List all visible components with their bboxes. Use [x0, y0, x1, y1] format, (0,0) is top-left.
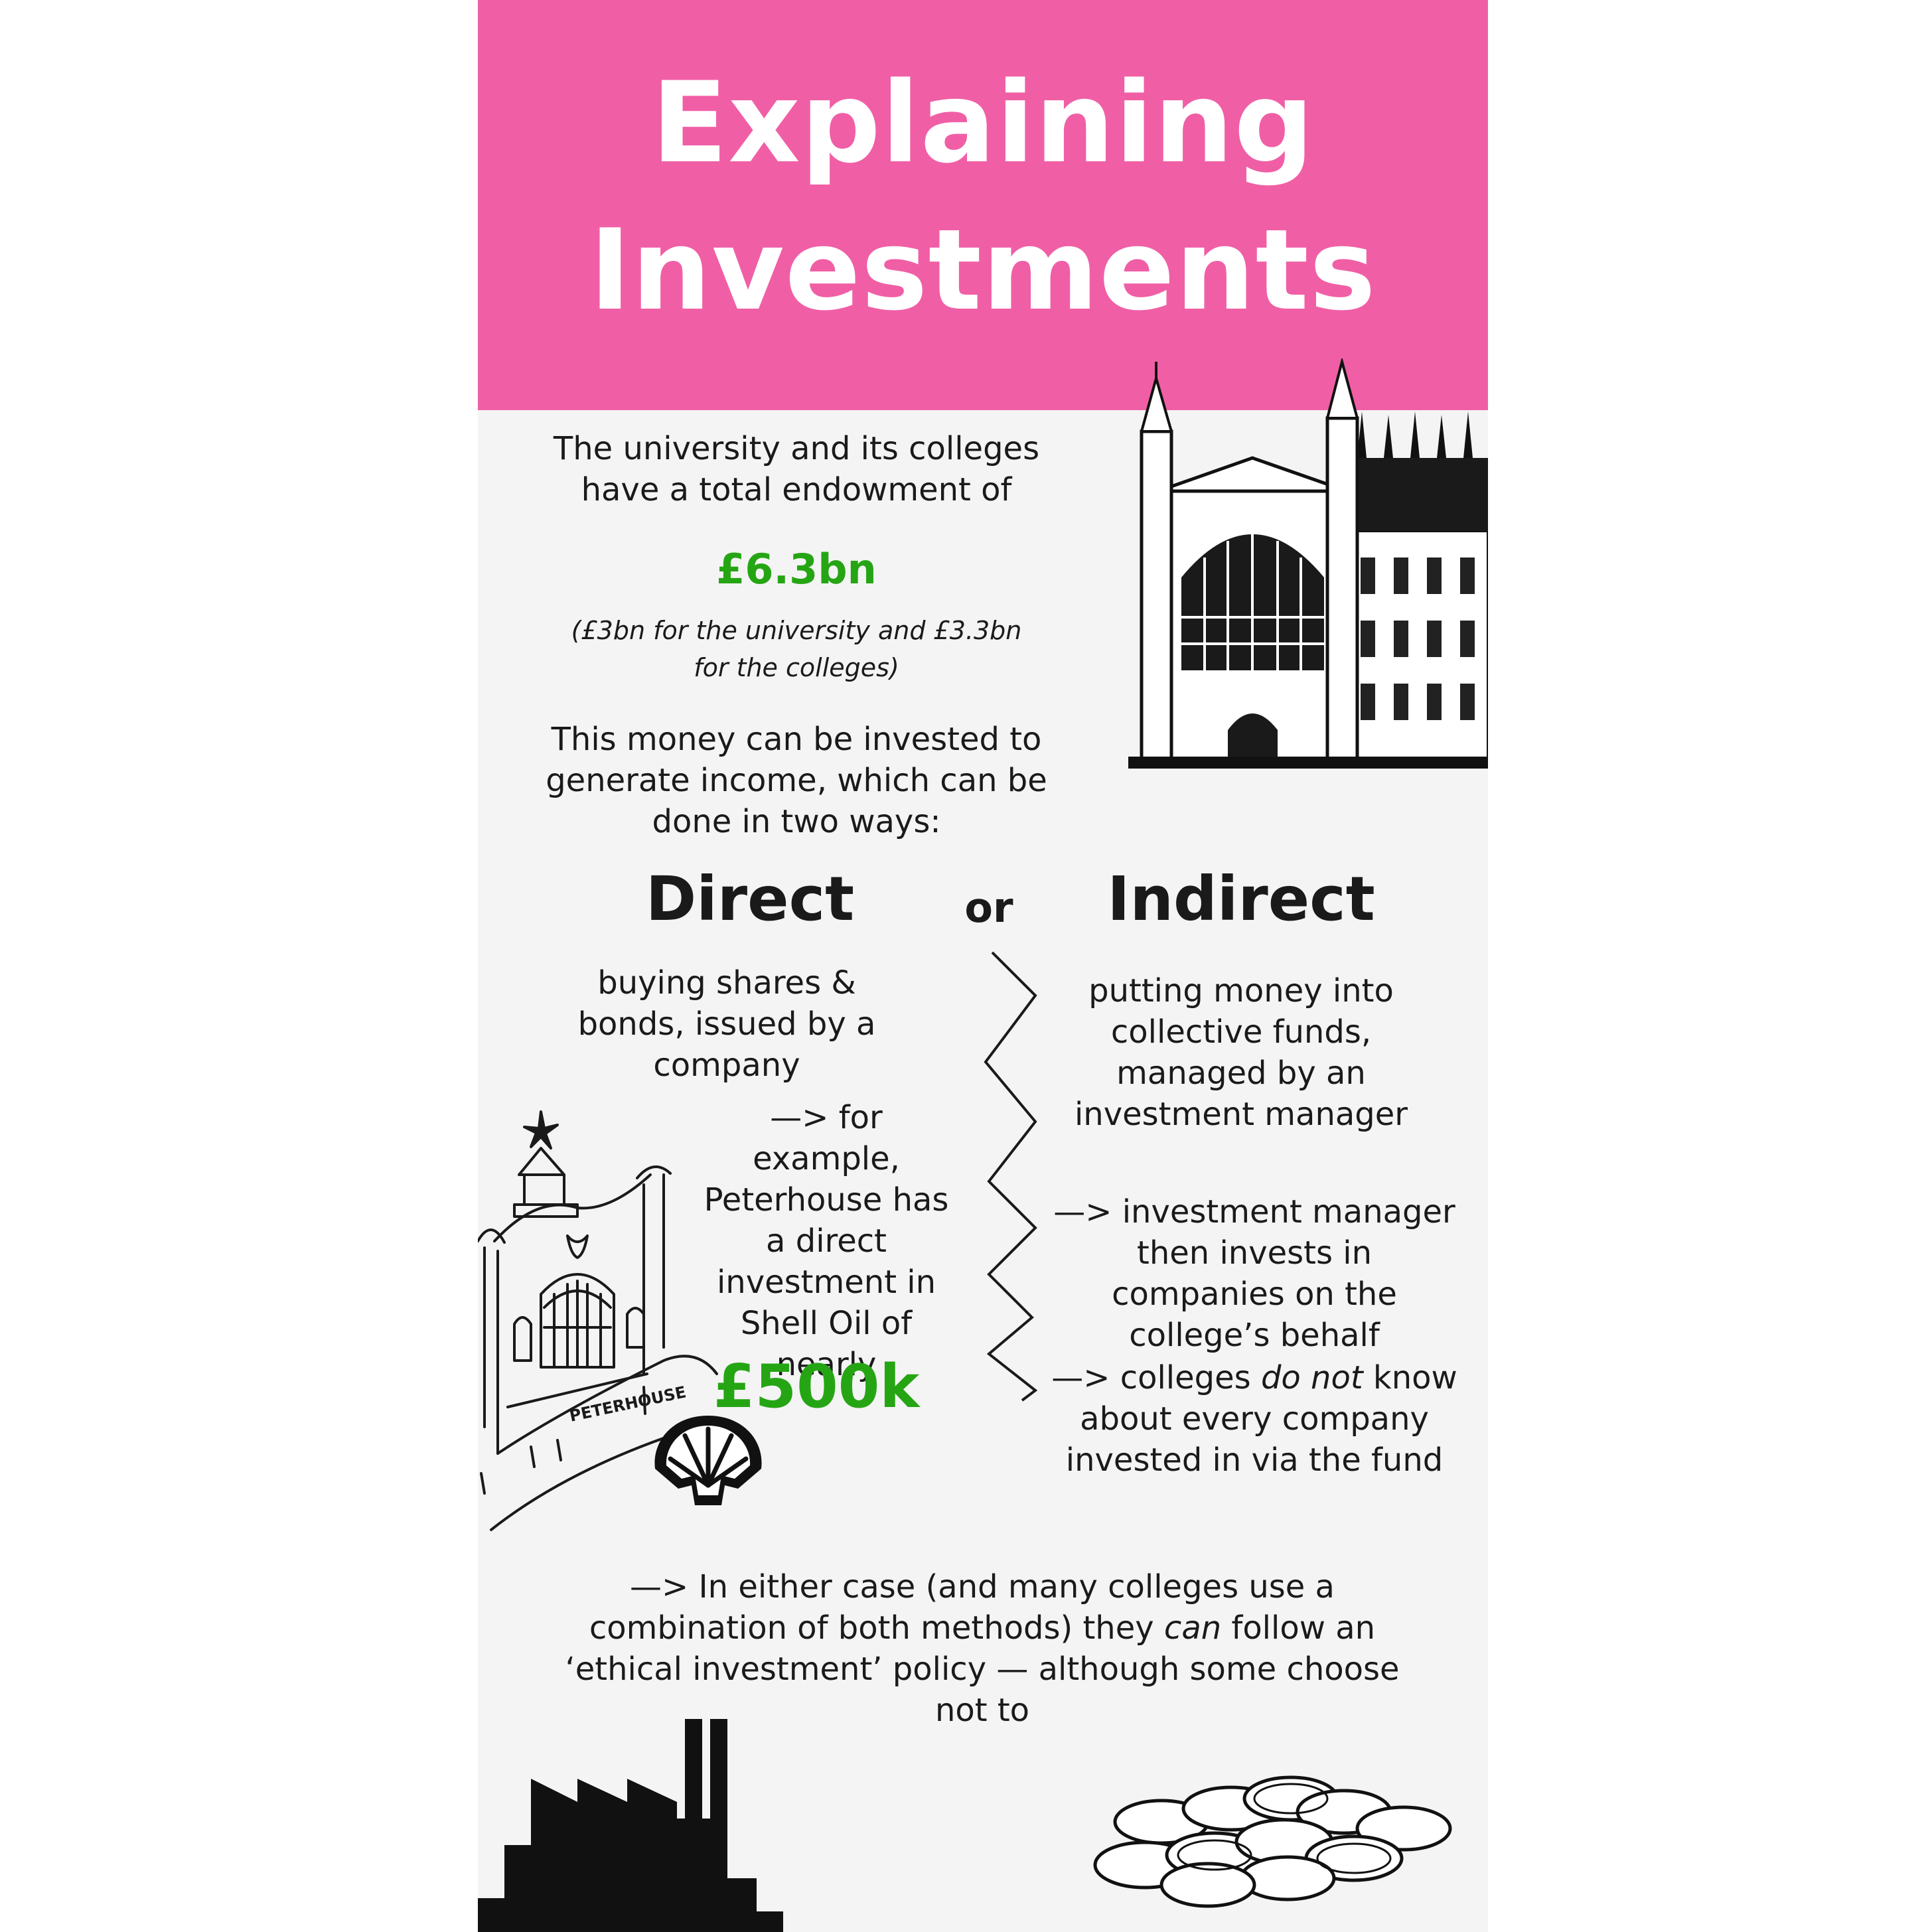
- conclusion-text: —> In either case (and many colleges use…: [544, 1566, 1420, 1731]
- indirect-point-2-end: know about every company invested in via…: [1065, 1359, 1457, 1479]
- direct-description: buying shares & bonds, issued by a compa…: [577, 964, 876, 1084]
- or-label: or: [964, 883, 1013, 932]
- intro-text: The university and its colleges have a t…: [553, 430, 1040, 508]
- conclusion-emphasis: can: [1163, 1609, 1222, 1647]
- indirect-heading: Indirect: [1107, 863, 1375, 934]
- title-line-1: Explaining: [651, 58, 1315, 188]
- kings-college-chapel-icon: [1128, 358, 1488, 769]
- peterhouse-college-icon: PETERHOUSE: [478, 1110, 718, 1531]
- shell-investment-amount: £500k: [713, 1352, 920, 1422]
- indirect-point-1: —> investment manager then invests in co…: [1053, 1193, 1455, 1354]
- direct-example: —> for example, Peterhouse has a direct …: [704, 1099, 949, 1383]
- direct-heading: Direct: [645, 863, 855, 934]
- indirect-description: putting money into collective funds, man…: [1074, 972, 1408, 1133]
- investment-ways-text: This money can be invested to generate i…: [546, 721, 1047, 840]
- conclusion-end: follow an ‘ethical investment’ policy — …: [565, 1609, 1400, 1729]
- shell-logo-icon: [654, 1416, 762, 1505]
- zigzag-divider: [984, 951, 1038, 1402]
- conclusion-start: —> In either case (and many colleges use…: [589, 1568, 1335, 1647]
- infographic-poster: Explaining Investments: [478, 0, 1488, 1932]
- title-banner: Explaining Investments: [478, 0, 1488, 410]
- title-line-2: Investments: [589, 205, 1376, 335]
- indirect-point-2-emphasis: do not: [1260, 1359, 1363, 1396]
- indirect-point-2-start: —> colleges: [1051, 1359, 1261, 1396]
- endowment-breakdown: (£3bn for the university and £3.3bn for …: [571, 616, 1022, 682]
- factory-icon: [478, 1719, 783, 1932]
- coins-icon: [1093, 1775, 1452, 1908]
- total-endowment-value: £6.3bn: [716, 545, 877, 593]
- indirect-point-2: —> colleges do not know about every comp…: [1049, 1357, 1460, 1481]
